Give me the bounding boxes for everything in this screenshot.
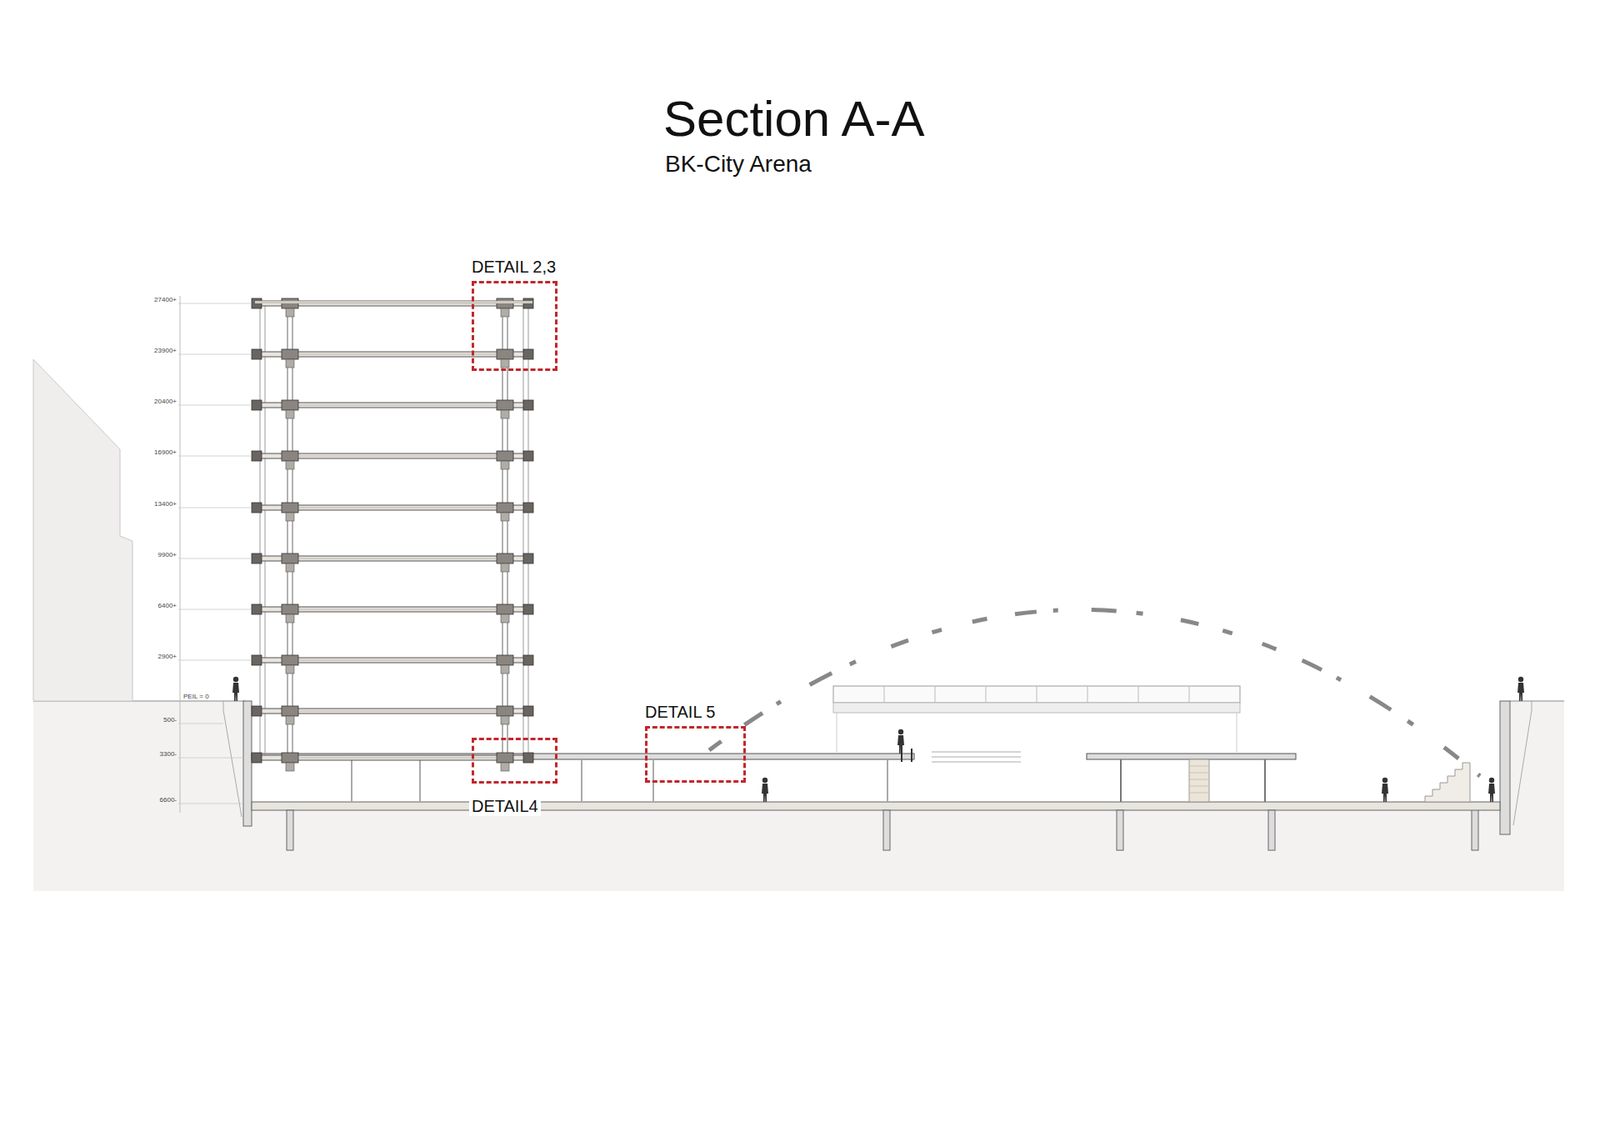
stand-dividers: [884, 685, 1190, 703]
level-mark: 6600-: [160, 795, 177, 805]
level-mark: 23900+: [154, 346, 177, 355]
person: [761, 777, 769, 802]
level-mark: 6400+: [158, 601, 177, 610]
floor-slab: [251, 705, 534, 725]
person: [232, 676, 240, 701]
columns: [287, 303, 508, 758]
detail-box: DETAIL 5: [645, 725, 746, 783]
ground-line: [1510, 700, 1565, 701]
level-mark: 3300-: [160, 750, 177, 759]
facade-lines: [260, 303, 529, 758]
level-mark: PEIL = 0: [183, 692, 210, 701]
callout-label: DETAIL4: [469, 795, 541, 816]
neighbour-building: [33, 359, 133, 701]
roof-finish: [255, 300, 533, 304]
floor-slab: [251, 450, 534, 470]
arena-arc: [709, 609, 1480, 776]
deck: [1086, 753, 1296, 760]
floor-slab: [251, 553, 534, 572]
detail-box: DETAIL 2,3: [471, 280, 558, 371]
person: [1488, 777, 1495, 802]
field-lines: [931, 751, 1021, 762]
level-mark: 2900+: [158, 652, 177, 661]
callout-label: DETAIL 2,3: [469, 256, 559, 277]
level-mark: 13400+: [154, 500, 177, 509]
dimension-line: [180, 295, 181, 813]
retaining-wall: [243, 700, 252, 826]
level-mark: 20400+: [154, 397, 177, 406]
stand-base: [833, 702, 1240, 713]
deck-railing: [901, 748, 912, 762]
callout-label: DETAIL 5: [642, 701, 718, 722]
stair: [1425, 762, 1470, 802]
stand: [833, 685, 1240, 703]
floor-slab: [251, 502, 534, 521]
stand-posts: [836, 712, 1237, 754]
deck-posts: [1120, 759, 1265, 802]
piles: [286, 810, 1275, 850]
level-mark: 16900+: [154, 448, 177, 457]
floor-slab: [251, 400, 534, 419]
retaining-wall: [1500, 700, 1510, 835]
floor-slab: [251, 655, 534, 674]
title: Section A-A: [663, 91, 925, 147]
detail-box: DETAIL4: [471, 737, 558, 784]
caption: BK-City Arena: [665, 150, 812, 179]
stair-treads: [1189, 765, 1210, 793]
person: [1517, 676, 1525, 701]
ground: [33, 700, 1565, 891]
person: [897, 729, 905, 754]
floor-slab: [251, 604, 534, 623]
level-mark: 27400+: [154, 295, 177, 305]
excavation-slope: [223, 700, 1532, 825]
stair: [1189, 759, 1210, 802]
basement-slab: [251, 801, 1500, 810]
person: [1381, 777, 1389, 802]
level-mark: 9900+: [158, 550, 177, 560]
level-lines: [178, 303, 252, 804]
level-mark: 500-: [163, 715, 177, 725]
deck-posts: [351, 759, 888, 802]
excavation: [245, 700, 1510, 804]
floor-slab: [251, 349, 534, 368]
floor-slab: [251, 298, 534, 317]
floor-slab: [251, 752, 534, 771]
